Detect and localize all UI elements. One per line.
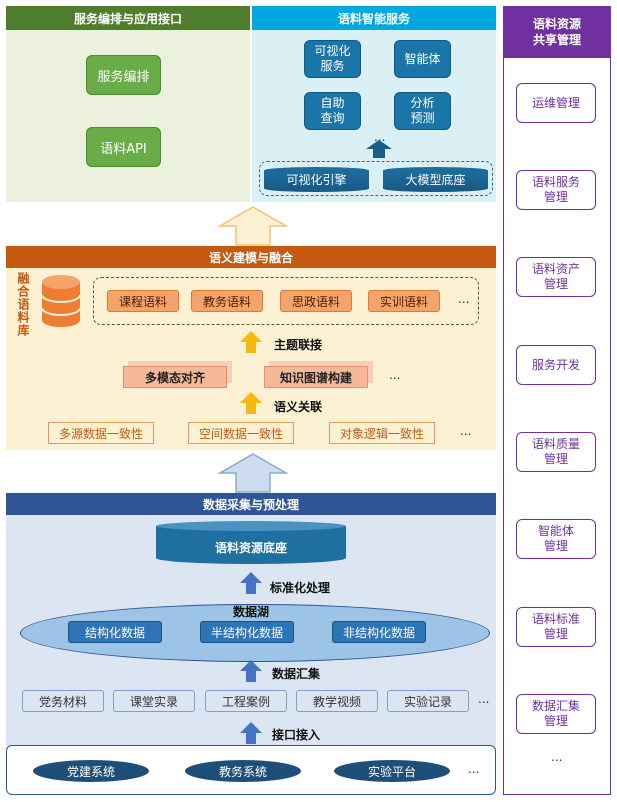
standardize-label: 标准化处理 [270, 581, 331, 595]
sidebar-item-label: 语料质量 [531, 437, 580, 451]
sidebar-title: 语料资源 共享管理 [503, 6, 611, 58]
structured-data-button[interactable]: 结构化数据 [68, 621, 162, 643]
academic-system-button[interactable]: 教务系统 [185, 760, 301, 782]
sidebar-item-label: 运维管理 [531, 95, 580, 110]
self-query-label-2: 查询 [320, 111, 345, 125]
semantic-title: 语义建模与融合 [6, 246, 496, 268]
sidebar-item-label: 管理 [543, 714, 568, 728]
sidebar-item-label: 服务开发 [531, 357, 580, 372]
engineering-case-button[interactable]: 工程案例 [205, 690, 287, 712]
up-arrow-icon [240, 331, 262, 353]
visual-service-button[interactable]: 可视化 服务 [304, 40, 361, 78]
smart-ellipsis: ... [374, 130, 386, 144]
sidebar-ellipsis: ... [551, 750, 563, 764]
smart-service-title: 语料智能服务 [252, 6, 496, 30]
sidebar-item-corpus-standard[interactable]: 语料标准 管理 [516, 607, 596, 647]
sidebar-item-label: 管理 [543, 539, 568, 553]
self-query-label-1: 自助 [320, 96, 345, 110]
data-lake-label: 数据湖 [233, 605, 270, 619]
up-arrow-icon [240, 572, 262, 594]
analysis-label-1: 分析 [410, 96, 435, 110]
systems-ellipsis: ... [468, 762, 480, 776]
sidebar-item-label: 管理 [543, 277, 568, 291]
analysis-prediction-button[interactable]: 分析 预测 [394, 92, 451, 130]
training-corpus-button[interactable]: 实训语料 [368, 290, 440, 312]
topic-link-label: 主题联接 [274, 338, 323, 352]
sidebar-title-line-1: 语料资源 [532, 17, 581, 31]
sidebar-item-label: 语料标准 [531, 612, 580, 626]
party-system-button[interactable]: 党建系统 [33, 760, 149, 782]
semistructured-data-button[interactable]: 半结构化数据 [200, 621, 294, 643]
sidebar-item-label: 管理 [543, 627, 568, 641]
class-record-button[interactable]: 课堂实录 [113, 690, 195, 712]
engine-group [259, 161, 493, 196]
visual-engine[interactable]: 可视化引擎 [264, 167, 369, 192]
party-materials-button[interactable]: 党务材料 [22, 690, 104, 712]
resource-base-cylinder [156, 521, 346, 564]
up-arrow-icon [366, 140, 392, 158]
sidebar-item-label: 管理 [543, 190, 568, 204]
aggregate-label: 数据汇集 [272, 667, 321, 681]
sources-ellipsis: ... [478, 692, 490, 706]
lab-platform-button[interactable]: 实验平台 [334, 760, 450, 782]
collection-title: 数据采集与预处理 [6, 493, 496, 515]
sidebar-item-data-aggregate[interactable]: 数据汇集 管理 [516, 694, 596, 734]
experiment-record-button[interactable]: 实验记录 [387, 690, 469, 712]
spatial-consistency-button[interactable]: 空间数据一致性 [188, 422, 294, 444]
sidebar-item-label: 语料服务 [531, 175, 580, 189]
up-arrow-icon [218, 206, 288, 246]
sidebar-item-ops[interactable]: 运维管理 [516, 83, 596, 123]
unstructured-data-button[interactable]: 非结构化数据 [332, 621, 426, 643]
fusion-corpus-label: 融合语料库 [16, 272, 30, 337]
corpus-group [93, 277, 479, 325]
up-arrow-icon [240, 660, 262, 682]
multisource-consistency-button[interactable]: 多源数据一致性 [48, 422, 154, 444]
interface-label: 接口接入 [272, 728, 321, 742]
resource-base-label: 语料资源底座 [214, 540, 287, 555]
teaching-video-button[interactable]: 教学视频 [296, 690, 378, 712]
multimodal-align-box[interactable]: 多模态对齐 [123, 366, 227, 388]
corpus-ellipsis: ... [458, 292, 470, 306]
orchestration-title: 服务编排与应用接口 [6, 6, 250, 30]
academic-corpus-button[interactable]: 教务语料 [191, 290, 263, 312]
kg-build-box[interactable]: 知识图谱构建 [264, 366, 368, 388]
database-icon [41, 275, 81, 327]
sidebar-item-corpus-quality[interactable]: 语料质量 管理 [516, 432, 596, 472]
sidebar-item-agent[interactable]: 智能体 管理 [516, 519, 596, 559]
self-query-button[interactable]: 自助 查询 [304, 92, 361, 130]
consistency-ellipsis: ... [460, 424, 472, 438]
sidebar-item-label: 智能体 [537, 524, 574, 538]
sidebar-item-corpus-asset[interactable]: 语料资产 管理 [516, 257, 596, 297]
sidebar-item-label: 语料资产 [531, 262, 580, 276]
sidebar-item-service-dev[interactable]: 服务开发 [516, 345, 596, 385]
up-arrow-icon [240, 392, 262, 414]
object-logic-consistency-button[interactable]: 对象逻辑一致性 [329, 422, 435, 444]
sidebar-item-label: 管理 [543, 452, 568, 466]
up-arrow-icon [218, 453, 288, 493]
agent-label: 智能体 [404, 51, 441, 66]
analysis-label-2: 预测 [410, 111, 435, 125]
llm-base[interactable]: 大模型底座 [383, 167, 488, 192]
semantic-link-label: 语义关联 [274, 400, 323, 414]
sidebar-panel [503, 6, 611, 795]
sidebar-item-label: 数据汇集 [531, 699, 580, 713]
visual-service-label-2: 服务 [320, 59, 345, 73]
course-corpus-button[interactable]: 课程语料 [107, 290, 179, 312]
visual-service-label-1: 可视化 [314, 44, 351, 58]
sidebar-title-line-2: 共享管理 [532, 33, 581, 47]
sidebar-item-corpus-service[interactable]: 语料服务 管理 [516, 170, 596, 210]
align-ellipsis: ... [389, 368, 401, 382]
corpus-api-button[interactable]: 语料API [86, 127, 161, 167]
ideology-corpus-button[interactable]: 思政语料 [280, 290, 352, 312]
agent-button[interactable]: 智能体 [394, 40, 451, 78]
orchestration-panel [6, 6, 250, 202]
service-orchestration-button[interactable]: 服务编排 [86, 55, 161, 95]
up-arrow-icon [240, 722, 262, 744]
